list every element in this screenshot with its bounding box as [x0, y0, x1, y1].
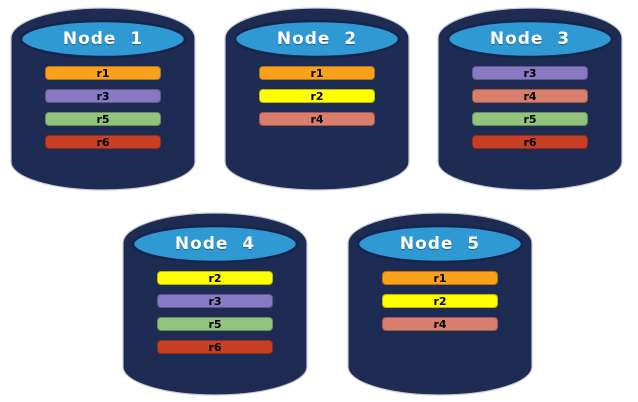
- node-2-replicas: r1 r2 r4: [259, 66, 375, 135]
- node-2-cylinder: Node 2 r1 r2 r4: [224, 7, 410, 191]
- replica-bar: r4: [472, 89, 588, 103]
- replica-label: r3: [96, 89, 110, 103]
- node-4-cylinder: Node 4 r2 r3 r5 r6: [122, 212, 308, 396]
- node-4-replicas: r2 r3 r5 r6: [157, 271, 273, 363]
- replica-label: r1: [433, 271, 447, 285]
- node-3-title: Node 3: [489, 29, 571, 49]
- replica-bar: r1: [45, 66, 161, 80]
- replica-bar: r3: [45, 89, 161, 103]
- replica-label: r3: [523, 66, 537, 80]
- replica-label: r6: [523, 135, 537, 149]
- node-4-title: Node 4: [174, 234, 256, 254]
- replica-bar: r3: [472, 66, 588, 80]
- node-1-replicas: r1 r3 r5 r6: [45, 66, 161, 158]
- replica-bar: r5: [157, 317, 273, 331]
- node-2-title: Node 2: [276, 29, 358, 49]
- replica-label: r6: [208, 340, 222, 354]
- replica-label: r5: [96, 112, 110, 126]
- replica-bar: r5: [472, 112, 588, 126]
- node-3-replicas: r3 r4 r5 r6: [472, 66, 588, 158]
- replica-bar: r6: [157, 340, 273, 354]
- replica-bar: r1: [382, 271, 498, 285]
- node-1-cylinder: Node 1 r1 r3 r5 r6: [10, 7, 196, 191]
- replica-label: r6: [96, 135, 110, 149]
- replica-label: r2: [433, 294, 447, 308]
- node-5-replicas: r1 r2 r4: [382, 271, 498, 340]
- replica-bar: r3: [157, 294, 273, 308]
- node-5-title: Node 5: [399, 234, 481, 254]
- replica-label: r2: [310, 89, 324, 103]
- replica-label: r1: [310, 66, 324, 80]
- replica-label: r3: [208, 294, 222, 308]
- replica-label: r4: [310, 112, 324, 126]
- replica-bar: r6: [45, 135, 161, 149]
- replica-bar: r2: [382, 294, 498, 308]
- replica-label: r4: [433, 317, 447, 331]
- node-5-cylinder: Node 5 r1 r2 r4: [347, 212, 533, 396]
- node-1-title: Node 1: [62, 29, 144, 49]
- replica-label: r1: [96, 66, 110, 80]
- replica-bar: r2: [157, 271, 273, 285]
- replica-bar: r6: [472, 135, 588, 149]
- replica-bar: r1: [259, 66, 375, 80]
- replica-label: r2: [208, 271, 222, 285]
- replica-label: r4: [523, 89, 537, 103]
- replica-bar: r5: [45, 112, 161, 126]
- replica-label: r5: [208, 317, 222, 331]
- replica-bar: r4: [382, 317, 498, 331]
- replica-bar: r2: [259, 89, 375, 103]
- replica-label: r5: [523, 112, 537, 126]
- node-3-cylinder: Node 3 r3 r4 r5 r6: [437, 7, 623, 191]
- replica-bar: r4: [259, 112, 375, 126]
